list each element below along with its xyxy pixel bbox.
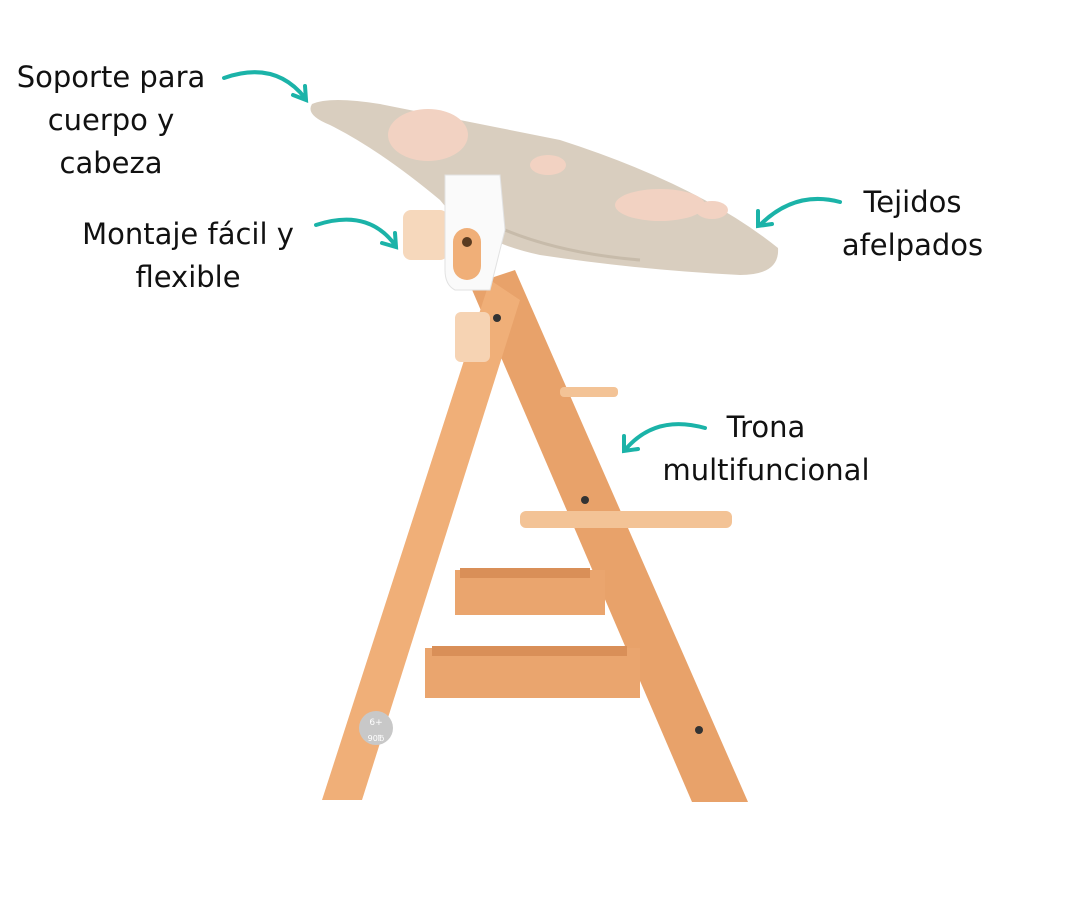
label-line: cabeza bbox=[59, 146, 163, 180]
newborn-seat bbox=[310, 100, 779, 275]
svg-text:90℔: 90℔ bbox=[368, 734, 385, 743]
arrow-icon bbox=[758, 197, 842, 227]
label-line: Soporte para bbox=[16, 60, 206, 94]
front-leg bbox=[322, 280, 520, 800]
seat-plate bbox=[560, 387, 618, 397]
label-line: Montaje fácil y bbox=[82, 217, 294, 251]
label-body-support: Soporte para cuerpo y cabeza bbox=[0, 56, 222, 185]
label-fabric: Tejidos afelpados bbox=[820, 181, 1005, 267]
label-assembly: Montaje fácil y flexible bbox=[60, 213, 316, 299]
arrow-icon bbox=[222, 70, 307, 100]
arrow-icon bbox=[314, 217, 397, 247]
label-line: flexible bbox=[135, 260, 241, 294]
age-badge: 6+ 90℔ bbox=[359, 711, 393, 745]
back-leg bbox=[470, 270, 748, 802]
label-highchair: Trona multifuncional bbox=[640, 406, 892, 492]
crossbar-lower bbox=[425, 648, 640, 698]
arrow-icons bbox=[222, 70, 842, 454]
label-line: multifuncional bbox=[662, 453, 870, 487]
footrest bbox=[520, 511, 732, 528]
label-line: cuerpo y bbox=[47, 103, 175, 137]
label-line: afelpados bbox=[841, 228, 984, 262]
label-line: Tejidos bbox=[863, 185, 962, 219]
svg-text:6+: 6+ bbox=[369, 718, 382, 728]
label-line: Trona bbox=[726, 410, 806, 444]
baby bbox=[388, 109, 728, 221]
arrow-icon bbox=[623, 422, 707, 452]
